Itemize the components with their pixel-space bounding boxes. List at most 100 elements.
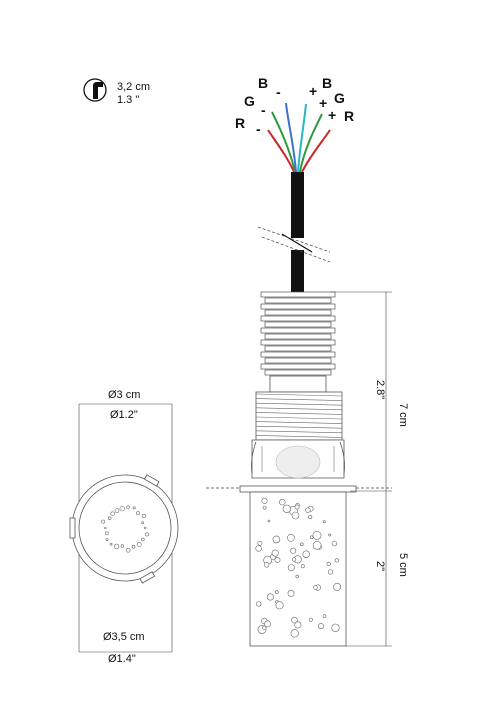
- bubble: [104, 526, 107, 530]
- thread-line: [255, 421, 343, 424]
- bubble: [271, 549, 279, 557]
- wire-sign-g-pos: +: [319, 95, 327, 111]
- bubble: [104, 531, 109, 536]
- top-diameter-imperial: Ø1.2": [110, 409, 138, 421]
- height-glass-metric: 5 cm: [397, 553, 409, 577]
- bubble: [261, 497, 268, 504]
- led-glow: [275, 445, 321, 479]
- bubble: [317, 623, 324, 630]
- bubble: [109, 542, 113, 546]
- clamp-collar: [251, 439, 345, 479]
- bubble: [299, 542, 304, 547]
- thread-line: [255, 393, 343, 397]
- bubble: [256, 601, 262, 607]
- heatsink-fins: [260, 291, 336, 376]
- heatsink-fin: [264, 309, 332, 316]
- bubble: [262, 505, 267, 510]
- bubble: [287, 564, 295, 572]
- bubble: [113, 543, 120, 550]
- bubble: [291, 511, 300, 520]
- wire-bundle: [267, 102, 331, 173]
- heatsink-fin: [264, 333, 332, 340]
- wire-red-neg: [267, 129, 295, 173]
- height-glass-imperial: 2": [374, 561, 386, 571]
- thread-line: [255, 425, 343, 429]
- bottom-diameter-metric: Ø3,5 cm: [103, 631, 145, 643]
- bubble: [322, 614, 327, 618]
- bubble: [141, 513, 146, 518]
- heatsink-fin: [260, 315, 336, 322]
- heatsink-fin: [260, 363, 336, 370]
- heatsink-fin: [260, 327, 336, 334]
- bubble: [290, 547, 297, 554]
- heatsink-fin: [260, 351, 336, 358]
- cable-lower: [291, 250, 304, 294]
- wire-green-neg: [271, 111, 296, 173]
- cable-upper: [291, 172, 304, 238]
- bubble: [125, 547, 131, 553]
- wire-sign-r-neg: -: [256, 121, 261, 137]
- bubble: [312, 530, 322, 540]
- wire-label-b-pos: B: [322, 75, 332, 91]
- bubble: [292, 557, 297, 562]
- cable-length-badge: 3,2 cm 1.3 ": [83, 78, 150, 106]
- heatsink-fin: [264, 297, 332, 304]
- bubble: [141, 537, 145, 542]
- inner-ring: [78, 481, 172, 575]
- badge-imperial: 1.3 ": [117, 94, 139, 106]
- bubble: [287, 533, 295, 542]
- bubble: [107, 516, 112, 520]
- glass-bubbles: [255, 497, 342, 638]
- bubble: [331, 623, 340, 632]
- heatsink-fin: [260, 339, 336, 346]
- wire-red-pos: [301, 129, 331, 173]
- bubble: [136, 542, 142, 547]
- heatsink-fin: [264, 345, 332, 352]
- wire-cyan: [297, 103, 307, 173]
- bubble: [110, 511, 115, 516]
- height-total-imperial: 2.8": [374, 380, 386, 399]
- thread-line: [255, 435, 343, 438]
- ring-clip-top: [143, 474, 160, 487]
- bubble: [120, 544, 125, 548]
- bubble: [333, 582, 342, 591]
- bubble: [267, 519, 271, 523]
- bubble: [101, 519, 106, 524]
- ring-clip-left: [69, 517, 76, 539]
- bubble: [119, 506, 125, 512]
- wire-label-g-neg: G: [244, 93, 255, 109]
- bubble: [275, 601, 284, 610]
- cable-break-dash-bottom: [261, 236, 331, 263]
- cable-break-dash-top: [257, 226, 331, 253]
- bubble: [282, 504, 291, 513]
- bubble: [264, 562, 270, 568]
- wire-sign-b-pos: +: [309, 83, 317, 99]
- bubble: [291, 616, 298, 624]
- bubble: [313, 585, 318, 590]
- bubble: [274, 557, 281, 563]
- bubble: [144, 526, 147, 530]
- heatsink-fin: [260, 291, 336, 298]
- bubble: [264, 620, 271, 628]
- bubble: [308, 617, 313, 622]
- bubble: [262, 625, 267, 630]
- bubble: [290, 629, 299, 638]
- power-cable: [257, 172, 331, 294]
- wire-label-b-neg: B: [258, 75, 268, 91]
- thread-line: [255, 412, 343, 415]
- bubble: [279, 498, 286, 506]
- height-total-metric: 7 cm: [397, 403, 409, 427]
- bubble: [302, 550, 310, 558]
- wire-labels: B - + B G - + G R - + R: [235, 75, 354, 137]
- bubble: [141, 521, 145, 525]
- heatsink-fin: [264, 357, 332, 364]
- thread-line: [255, 402, 343, 406]
- wire-sign-g-neg: -: [261, 102, 266, 118]
- top-diameter-metric: Ø3 cm: [108, 389, 140, 401]
- wire-green-pos: [299, 113, 323, 173]
- bubble: [328, 533, 332, 537]
- bubble: [114, 508, 120, 513]
- bubble: [266, 593, 274, 601]
- bubble: [105, 538, 109, 542]
